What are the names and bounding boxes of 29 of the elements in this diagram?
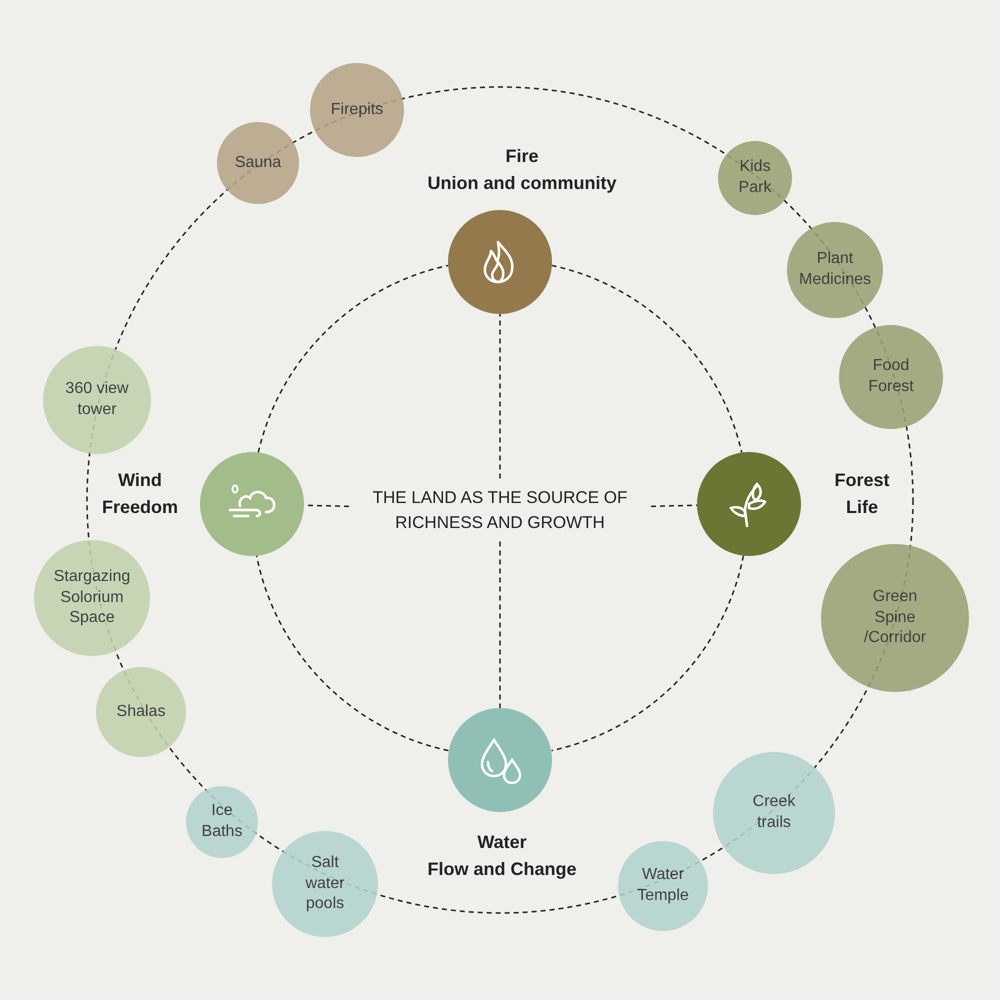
circle-label: 360 view tower	[64, 379, 130, 420]
circle-label: Firepits	[330, 100, 384, 120]
center-title: THE LAND AS THE SOURCE OF RICHNESS AND GROWTH	[355, 484, 645, 536]
element-heading: Wind	[118, 470, 162, 491]
dashed-connector	[499, 542, 501, 708]
dashed-connector	[551, 264, 742, 453]
circle-label: Kids Park	[738, 157, 772, 198]
element-heading: Water	[477, 832, 527, 853]
circle-label: Water Temple	[636, 865, 690, 906]
circle-label: Shalas	[116, 702, 166, 722]
circle-label: Ice Baths	[200, 801, 244, 842]
dashed-connector	[256, 556, 449, 752]
circle-label: Creek trails	[752, 792, 796, 833]
element-heading: Fire	[506, 146, 538, 167]
circle-label: Salt water pools	[304, 852, 346, 914]
circle-label: Stargazing Solorium Space	[52, 566, 132, 628]
circle-label: Food Forest	[867, 356, 915, 397]
element-subheading: Union and community	[428, 173, 616, 194]
element-subheading: Flow and Change	[428, 859, 576, 880]
dashed-connector	[258, 264, 449, 453]
circle-label: Sauna	[234, 152, 282, 173]
dashed-connector	[650, 504, 698, 508]
circle-label: Green Spine /Corridor	[862, 586, 928, 648]
dashed-connector	[499, 314, 501, 478]
dashed-connector	[551, 556, 744, 752]
element-heading: Forest	[834, 470, 890, 491]
element-subheading: Life	[846, 497, 878, 518]
circle-label: Plant Medicines	[798, 249, 872, 290]
element-subheading: Freedom	[102, 497, 178, 518]
